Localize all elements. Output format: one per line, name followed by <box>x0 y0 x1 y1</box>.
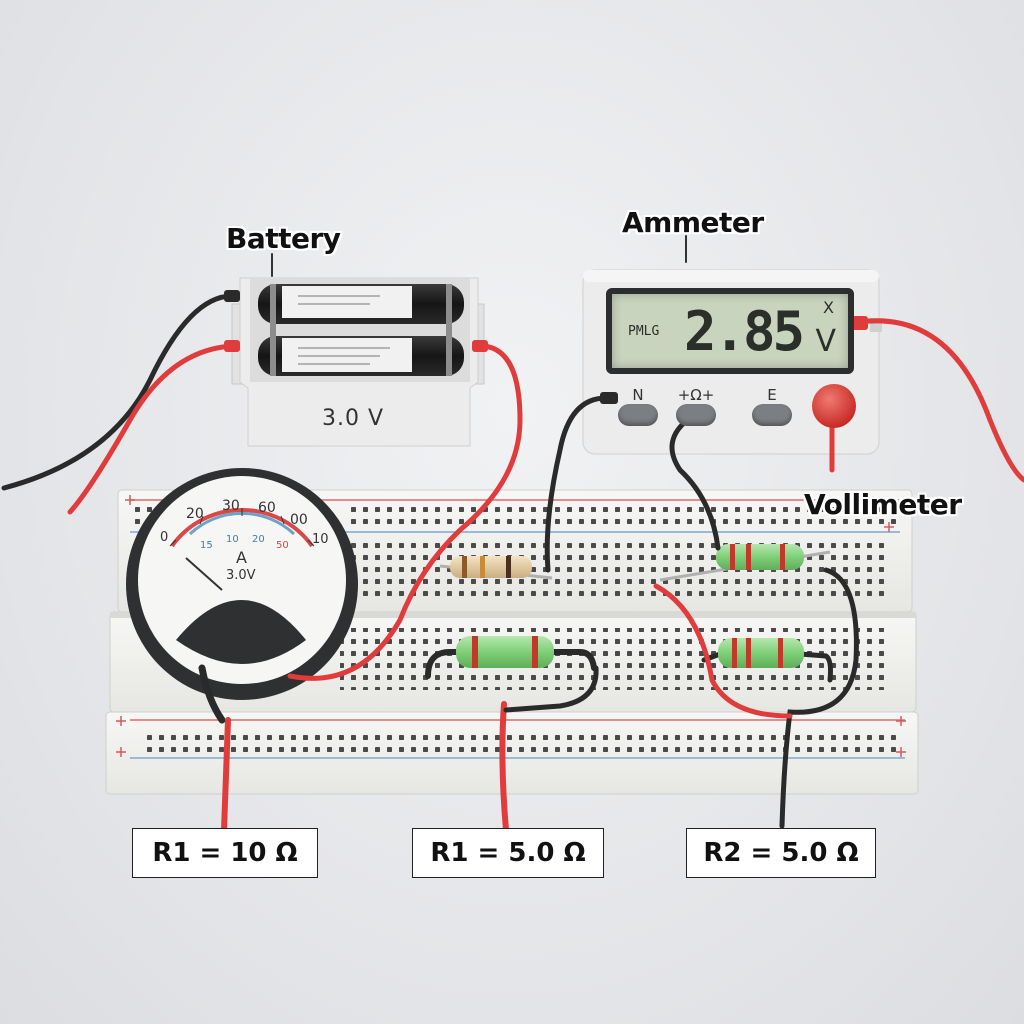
gauge-sub-2: 20 <box>252 534 265 545</box>
resistor-tag-r1-10: R1 = 10 Ω <box>132 828 318 878</box>
gauge-tick-1: 20 <box>186 506 204 522</box>
resistor-tag-r2-5: R2 = 5.0 Ω <box>686 828 876 878</box>
meter-button-n[interactable] <box>618 404 658 426</box>
meter-button-label-e: E <box>767 386 777 404</box>
gauge-tick-0: 0 <box>160 530 169 545</box>
battery-holder <box>231 277 485 447</box>
display-unit: V <box>815 324 836 359</box>
meter-button-label-n: N <box>632 386 644 404</box>
display-mode: PMLG <box>628 324 660 339</box>
meter-button-label-ohm: +Ω+ <box>677 386 715 404</box>
ammeter-callout: Ammeter <box>622 206 764 239</box>
battery-callout: Battery <box>226 222 341 255</box>
display-symbol: X <box>823 298 834 317</box>
gauge-sub-3: 50 <box>276 540 289 551</box>
gauge-tick-5: 10 <box>312 532 329 547</box>
gauge-sub-1: 10 <box>226 534 239 545</box>
gauge-tick-2: 30 <box>222 498 240 514</box>
analog-gauge <box>126 468 358 724</box>
resistor-green-top <box>659 544 831 582</box>
resistor-tag-r1-5: R1 = 5.0 Ω <box>412 828 604 878</box>
gauge-tick-3: 60 <box>258 500 276 516</box>
gauge-caption: 3.0V <box>226 568 256 583</box>
meter-display: PMLG 2.85 V X <box>606 288 854 374</box>
gauge-sub-0: 15 <box>200 540 213 551</box>
voltmeter-callout: Vollimeter <box>804 488 962 521</box>
meter-button-ohm[interactable] <box>676 404 716 426</box>
display-value: 2.85 <box>683 300 805 363</box>
battery-voltage-label: 3.0 V <box>322 406 385 431</box>
resistor-green-middle <box>425 636 597 679</box>
wire-plugs <box>224 290 868 428</box>
gauge-unit: A <box>236 548 247 567</box>
wires <box>1 235 1024 833</box>
meter-button-e[interactable] <box>752 404 792 426</box>
gauge-tick-4: 00 <box>290 512 308 528</box>
resistor-beige <box>439 556 553 580</box>
